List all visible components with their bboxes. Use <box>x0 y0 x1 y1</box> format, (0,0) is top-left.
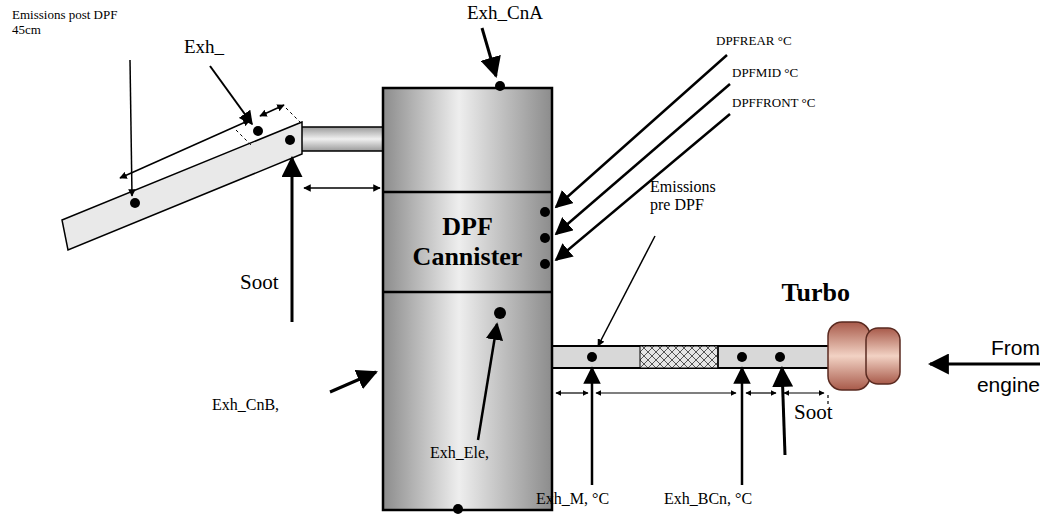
soot-label: Soot <box>240 270 279 294</box>
soot-label: Soot <box>794 400 833 424</box>
dpf-canister <box>383 88 552 510</box>
sensor-label: DPFREAR °C <box>716 34 792 49</box>
sensor-label: DPFMID °C <box>732 66 798 81</box>
node-title: DPF Cannister <box>393 212 543 272</box>
node-title: Turbo <box>782 278 850 308</box>
emissions-label: Emissions pre DPF <box>650 178 740 215</box>
sensor-label: Exh_ <box>184 36 224 58</box>
turbo-box: Turbo <box>828 322 900 390</box>
flex-section <box>640 346 718 368</box>
turbo-symbol <box>828 322 900 390</box>
sensor-label: Exh_Ele, <box>430 444 489 462</box>
dimension-lines <box>552 372 828 405</box>
sensor-label: Exh_BCn, °C <box>664 490 752 508</box>
tailpipe <box>62 108 384 250</box>
flow-label: From engine <box>972 330 1040 404</box>
sensor-dots <box>130 81 785 514</box>
emissions-label: Emissions post DPF 45cm <box>12 8 130 38</box>
leader-arrows <box>120 28 1040 485</box>
sensor-label: Exh_CnA <box>467 2 543 24</box>
sensor-label: DPFFRONT °C <box>732 96 815 111</box>
sensor-label: Exh_CnB, <box>212 396 279 414</box>
pipe-joint <box>717 345 719 369</box>
sensor-label: Exh_M, °C <box>536 490 609 508</box>
